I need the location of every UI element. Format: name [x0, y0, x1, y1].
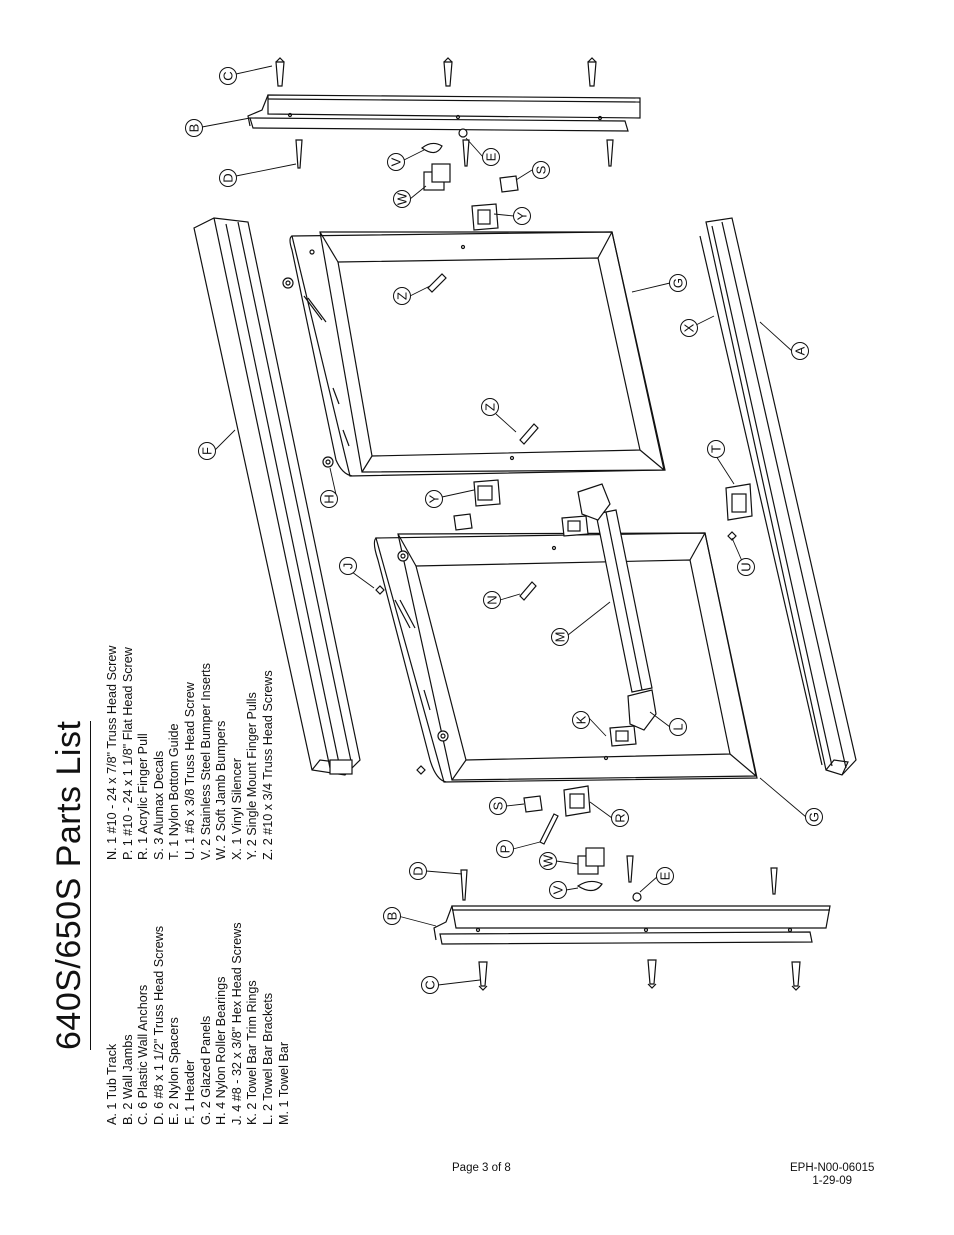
callout-a: A — [793, 346, 808, 355]
callout-v: V — [389, 157, 404, 166]
callout-n: N — [485, 595, 500, 604]
acrylic-finger-pull — [563, 785, 591, 817]
callout-r: R — [613, 813, 628, 822]
callout-f: F — [200, 447, 215, 455]
screw-top — [295, 139, 614, 169]
jamb-bumper-bottom — [577, 847, 605, 875]
wall-jamb-top — [247, 94, 641, 132]
glazed-panel-lower — [373, 532, 758, 783]
finger-pull-middle — [473, 479, 501, 507]
wall-jamb-bottom — [433, 905, 831, 945]
towel-bar-bracket-top — [577, 483, 611, 521]
callout-d: D — [411, 866, 426, 875]
callout-b: B — [187, 124, 202, 133]
wall-anchor-bottom — [478, 959, 801, 991]
callout-circles — [185, 67, 823, 994]
callout-e: E — [484, 152, 499, 161]
callout-c: C — [221, 71, 236, 80]
callout-x: X — [682, 323, 697, 332]
callout-b: B — [385, 912, 400, 921]
tub-track — [699, 217, 857, 776]
callout-t: T — [709, 445, 724, 453]
callout-c: C — [423, 980, 438, 989]
callout-g: G — [807, 812, 822, 822]
wall-anchor-top — [275, 57, 597, 87]
nylon-bottom-guide — [725, 483, 753, 521]
screw-bottom — [460, 855, 778, 901]
callout-z: Z — [483, 403, 498, 411]
document-id: EPH-N00-06015 — [790, 1162, 875, 1174]
callout-k: K — [574, 715, 589, 724]
towel-bar-bracket-bottom — [627, 689, 657, 731]
callout-z: Z — [395, 292, 410, 300]
callout-y: Y — [427, 494, 442, 503]
callout-y: Y — [515, 211, 530, 220]
jamb-bumper-top — [423, 163, 451, 191]
callout-d: D — [221, 173, 236, 182]
callout-u: U — [739, 562, 754, 571]
finger-pull-top — [471, 203, 499, 231]
callout-g: G — [671, 278, 686, 288]
callout-l: L — [671, 723, 686, 730]
callout-s: S — [491, 801, 506, 810]
callout-e: E — [658, 871, 673, 880]
callout-s: S — [534, 165, 549, 174]
document-id-block: EPH-N00-06015 1-29-09 — [790, 1162, 874, 1188]
callout-v: V — [551, 885, 566, 894]
callout-p: P — [498, 845, 513, 854]
trim-ring-top — [561, 515, 589, 537]
trim-ring-bottom — [609, 725, 637, 747]
callout-w: W — [541, 854, 556, 867]
page-number: Page 3 of 8 — [452, 1162, 511, 1174]
callout-h: H — [322, 494, 337, 503]
callout-m: M — [553, 632, 568, 643]
callout-j: J — [341, 563, 356, 570]
document-date: 1-29-09 — [812, 1175, 853, 1187]
towel-bar — [595, 509, 653, 693]
glazed-panel-upper — [289, 231, 666, 477]
header-rail — [193, 217, 361, 776]
callout-w: W — [395, 192, 410, 205]
